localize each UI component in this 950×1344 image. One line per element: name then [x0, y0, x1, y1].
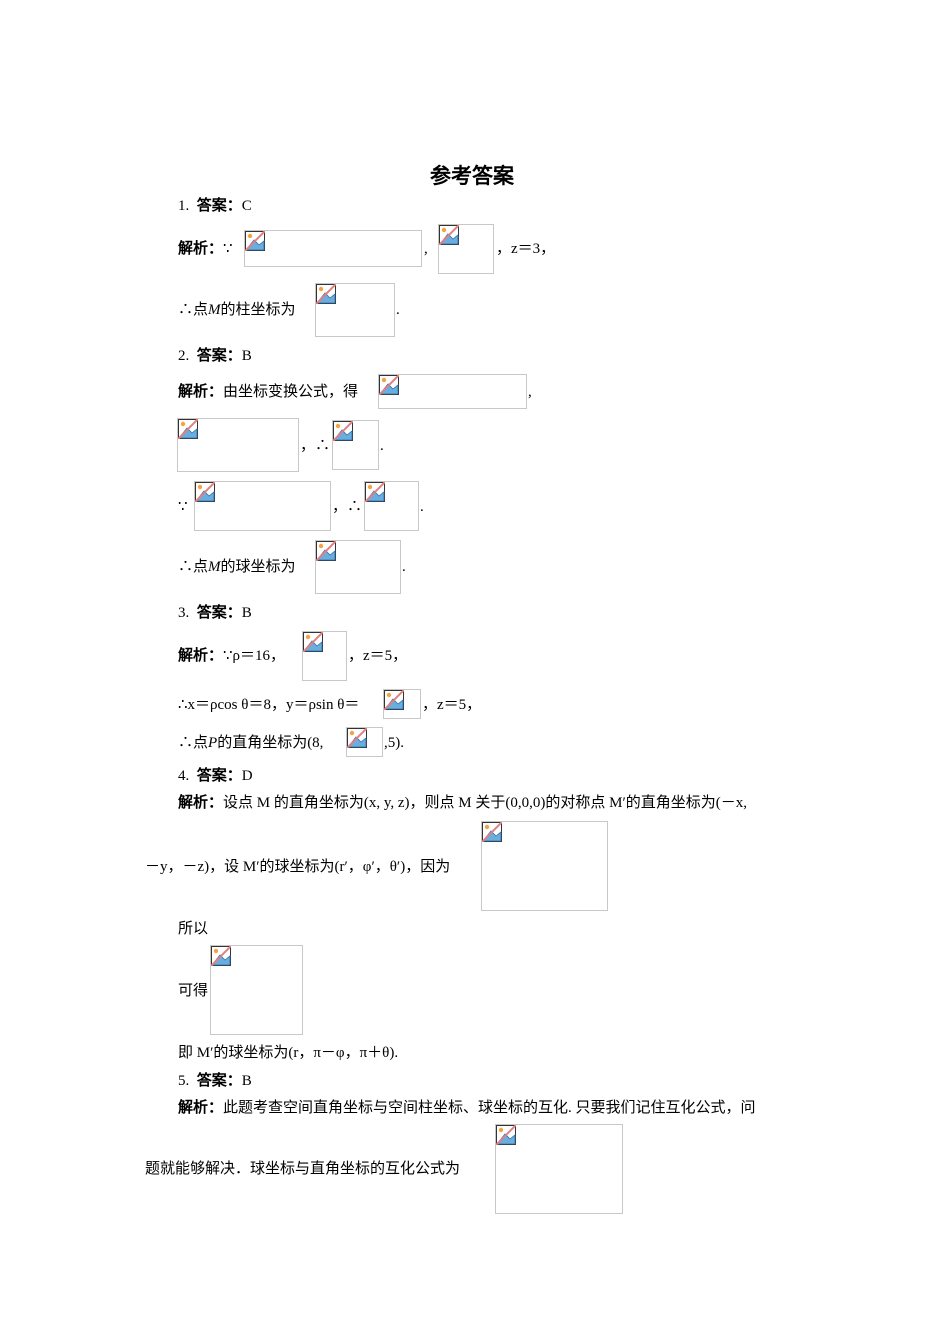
q5-number: 5. — [178, 1073, 190, 1089]
q2-line4: ∴点M的球坐标为 — [178, 558, 296, 576]
broken-image-icon — [496, 1125, 516, 1145]
text: 题就能够解决．球坐标与直角坐标的互化公式为 — [145, 1161, 461, 1177]
broken-image-icon — [195, 482, 215, 502]
formula-image — [332, 420, 379, 470]
q3-analysis-label: 解析： — [178, 647, 224, 664]
q5-answer: B — [241, 1073, 252, 1089]
broken-image-icon — [439, 225, 459, 245]
q4-answer-label: 答案： — [196, 767, 242, 784]
q3-answer-label: 答案： — [196, 604, 242, 621]
q1-analysis-label: 解析： — [178, 240, 224, 257]
text: ，∴ — [332, 499, 363, 515]
broken-image-icon — [384, 690, 404, 710]
q1-answer-label: 答案： — [196, 197, 242, 214]
text: ∴x＝ρcos θ＝8，y＝ρsin θ＝ — [178, 697, 360, 713]
text: ,5). — [384, 735, 404, 751]
text: ，z＝5， — [348, 648, 408, 664]
formula-image — [210, 945, 303, 1035]
formula-image — [438, 224, 494, 274]
q3-answer: B — [241, 605, 252, 621]
text: 即 M′的球坐标为(r，π－φ，π＋θ). — [178, 1045, 399, 1061]
text: ∵ρ＝16， — [223, 648, 286, 664]
q5-analysis-label: 解析： — [178, 1099, 224, 1116]
q4-answer: D — [241, 768, 253, 784]
broken-image-icon — [316, 284, 336, 304]
q1-answer-line: 1. 答案：C — [178, 197, 252, 215]
formula-image — [194, 481, 331, 531]
page-title: 参考答案 — [430, 165, 514, 188]
formula-image — [378, 374, 527, 409]
text: 此题考查空间直角坐标与空间柱坐标、球坐标的互化. 只要我们记住互化公式，问 — [223, 1100, 756, 1116]
formula-image — [364, 481, 419, 531]
text: 可得 — [178, 983, 209, 999]
q1-line2: ∴点M的柱坐标为 — [178, 301, 296, 319]
q1-z-value: ，z＝3， — [496, 241, 556, 257]
broken-image-icon — [245, 231, 265, 251]
formula-image — [346, 727, 383, 757]
var: M — [208, 302, 221, 318]
text: ∴点 — [178, 302, 209, 318]
punctuation: . — [420, 499, 424, 515]
broken-image-icon — [365, 482, 385, 502]
broken-image-icon — [211, 946, 231, 966]
q2-answer-label: 答案： — [196, 347, 242, 364]
text: 的柱坐标为 — [220, 302, 296, 318]
punctuation: . — [380, 438, 384, 454]
text: 由坐标变换公式，得 — [223, 384, 359, 400]
formula-image — [177, 418, 299, 472]
text: 的球坐标为 — [220, 559, 296, 575]
q5-analysis-line1: 解析：此题考查空间直角坐标与空间柱坐标、球坐标的互化. 只要我们记住互化公式，问 — [178, 1099, 756, 1117]
formula-image — [495, 1124, 623, 1214]
text: 所以 — [178, 921, 209, 937]
broken-image-icon — [482, 822, 502, 842]
formula-image — [383, 689, 421, 719]
q5-answer-line: 5. 答案：B — [178, 1072, 252, 1090]
q5-answer-label: 答案： — [196, 1072, 242, 1089]
punctuation: . — [402, 559, 406, 575]
q2-analysis-line1: 解析：由坐标变换公式，得 — [178, 383, 358, 401]
punctuation: , — [528, 384, 532, 400]
q2-analysis-label: 解析： — [178, 383, 224, 400]
formula-image — [302, 631, 347, 681]
punctuation: , — [424, 241, 428, 257]
formula-image — [244, 230, 422, 267]
text: ∴点 — [178, 559, 209, 575]
q3-number: 3. — [178, 605, 190, 621]
q1-number: 1. — [178, 198, 190, 214]
q2-number: 2. — [178, 348, 190, 364]
text: ∴点 — [178, 735, 209, 751]
var: M — [208, 559, 221, 575]
q3-answer-line: 3. 答案：B — [178, 604, 252, 622]
broken-image-icon — [178, 419, 198, 439]
since-symbol: ∵ — [223, 241, 233, 257]
text: －y，－z)，设 M′的球坐标为(r′，φ′，θ′)，因为 — [145, 859, 451, 875]
q4-analysis-label: 解析： — [178, 794, 224, 811]
formula-image — [315, 283, 395, 337]
broken-image-icon — [333, 421, 353, 441]
text: 的直角坐标为(8, — [217, 735, 324, 751]
broken-image-icon — [303, 632, 323, 652]
since-symbol: ∵ — [178, 499, 188, 515]
broken-image-icon — [316, 541, 336, 561]
q2-answer: B — [241, 348, 252, 364]
var: P — [208, 735, 218, 751]
q3-analysis-line1: 解析：∵ρ＝16， — [178, 647, 285, 665]
text: 设点 M 的直角坐标为(x, y, z)，则点 M 关于(0,0,0)的对称点 … — [223, 795, 747, 811]
q3-line3: ∴点P的直角坐标为(8, — [178, 734, 323, 752]
broken-image-icon — [379, 375, 399, 395]
q2-answer-line: 2. 答案：B — [178, 347, 252, 365]
text: ，∴ — [300, 438, 331, 454]
punctuation: . — [396, 302, 400, 318]
formula-image — [315, 540, 401, 594]
q4-number: 4. — [178, 768, 190, 784]
q1-answer: C — [241, 198, 252, 214]
q4-answer-line: 4. 答案：D — [178, 767, 253, 785]
q1-analysis-line1: 解析：∵ — [178, 240, 233, 258]
formula-image — [481, 821, 608, 911]
broken-image-icon — [347, 728, 367, 748]
text: ，z＝5， — [422, 697, 482, 713]
q4-analysis-line1: 解析：设点 M 的直角坐标为(x, y, z)，则点 M 关于(0,0,0)的对… — [178, 794, 747, 812]
